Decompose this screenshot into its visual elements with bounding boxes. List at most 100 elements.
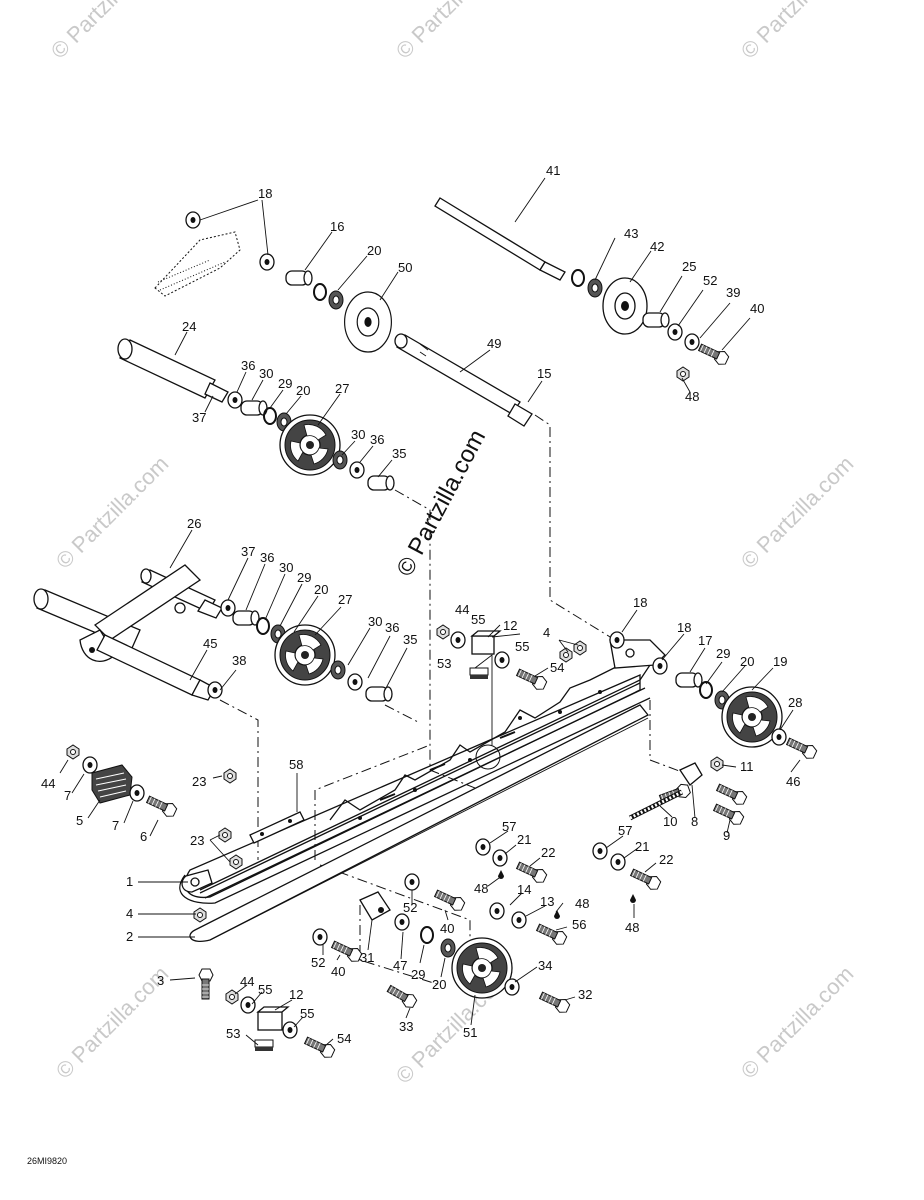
callout-52: 52 (311, 955, 325, 970)
nut (218, 827, 232, 843)
spacer (367, 475, 395, 491)
bearing (587, 278, 603, 298)
callout-18: 18 (258, 186, 272, 201)
callout-34: 34 (538, 958, 552, 973)
spacer (232, 610, 260, 626)
bolt (784, 734, 819, 762)
callout-35: 35 (392, 446, 406, 461)
bolt (537, 988, 572, 1016)
washer (771, 728, 787, 746)
watermark: © Partzilla.com (51, 451, 174, 574)
rear-idler-assembly (559, 631, 819, 828)
idler-wheel (451, 937, 513, 999)
callout-11: 11 (740, 759, 754, 774)
callout-49: 49 (487, 336, 501, 351)
watermark: © Partzilla.com (736, 451, 859, 574)
callout-39: 39 (726, 285, 740, 300)
idler-wheel (344, 291, 392, 353)
bolt (302, 1033, 337, 1061)
callout-12: 12 (503, 618, 517, 633)
bearing (328, 290, 344, 310)
stopper-assembly (66, 744, 179, 820)
callout-18: 18 (633, 595, 647, 610)
callout-30: 30 (279, 560, 293, 575)
washer (282, 1021, 298, 1039)
spacer (365, 686, 393, 702)
callout-47: 47 (393, 958, 407, 973)
callout-35: 35 (403, 632, 417, 647)
callout-55: 55 (515, 639, 529, 654)
callout-20: 20 (740, 654, 754, 669)
washer (349, 461, 365, 479)
callout-3: 3 (157, 973, 164, 988)
callout-25: 25 (682, 259, 696, 274)
bolt (534, 920, 569, 948)
screw (198, 968, 214, 1000)
callout-57: 57 (502, 819, 516, 834)
washer (489, 902, 505, 920)
callout-41: 41 (546, 163, 560, 178)
callout-4: 4 (543, 625, 550, 640)
callout-55: 55 (258, 982, 272, 997)
bolt (514, 665, 549, 693)
callout-56: 56 (572, 917, 586, 932)
callout-14: 14 (517, 882, 531, 897)
watermark: © Partzilla.com (46, 0, 169, 64)
callout-22: 22 (659, 852, 673, 867)
callout-58: 58 (289, 757, 303, 772)
watermark: © Partzilla.com (51, 961, 174, 1084)
bolt (144, 792, 179, 820)
nut (229, 854, 243, 870)
callout-48: 48 (575, 896, 589, 911)
lock-washer (492, 849, 508, 867)
bolt (384, 982, 419, 1011)
callout-37: 37 (192, 410, 206, 425)
drawing-code: 26MI9820 (27, 1156, 67, 1166)
nut (436, 624, 450, 640)
callout-2: 2 (126, 929, 133, 944)
callout-5: 5 (76, 813, 83, 828)
circlip (420, 926, 434, 944)
bolt (514, 858, 549, 886)
washer (129, 784, 145, 802)
washer (347, 673, 363, 691)
rear-axle-assembly (434, 197, 731, 382)
callout-15: 15 (537, 366, 551, 381)
callout-6: 6 (140, 829, 147, 844)
callout-1: 1 (126, 874, 133, 889)
spacer (240, 400, 268, 416)
washer (185, 211, 201, 229)
washer (450, 631, 466, 649)
idler-wheel (602, 277, 648, 335)
washer (667, 323, 683, 341)
callout-48: 48 (474, 881, 488, 896)
callout-16: 16 (330, 219, 344, 234)
bolt (714, 780, 749, 808)
bearing (440, 938, 456, 958)
glide-block (254, 1039, 274, 1052)
leader-lines (59, 177, 801, 1047)
nut (225, 989, 239, 1005)
callout-51: 51 (463, 1025, 477, 1040)
washer (404, 873, 420, 891)
bolt (628, 865, 663, 893)
frame-bracket-sketch (154, 231, 241, 297)
callout-7: 7 (64, 788, 71, 803)
watermark: © Partzilla.com (736, 961, 859, 1084)
callout-12: 12 (289, 987, 303, 1002)
bearing (330, 660, 346, 680)
washer (494, 651, 510, 669)
bolt (696, 340, 731, 368)
slider-block-lower (225, 989, 337, 1061)
circlip (699, 681, 713, 699)
callout-4: 4 (126, 906, 133, 921)
bolt (711, 800, 746, 828)
circlip (263, 407, 277, 425)
upper-idler-assembly (185, 211, 392, 353)
callout-38: 38 (232, 653, 246, 668)
circlip (256, 617, 270, 635)
watermark: © Partzilla.com (736, 0, 859, 64)
callout-40: 40 (750, 301, 764, 316)
callout-40: 40 (331, 964, 345, 979)
